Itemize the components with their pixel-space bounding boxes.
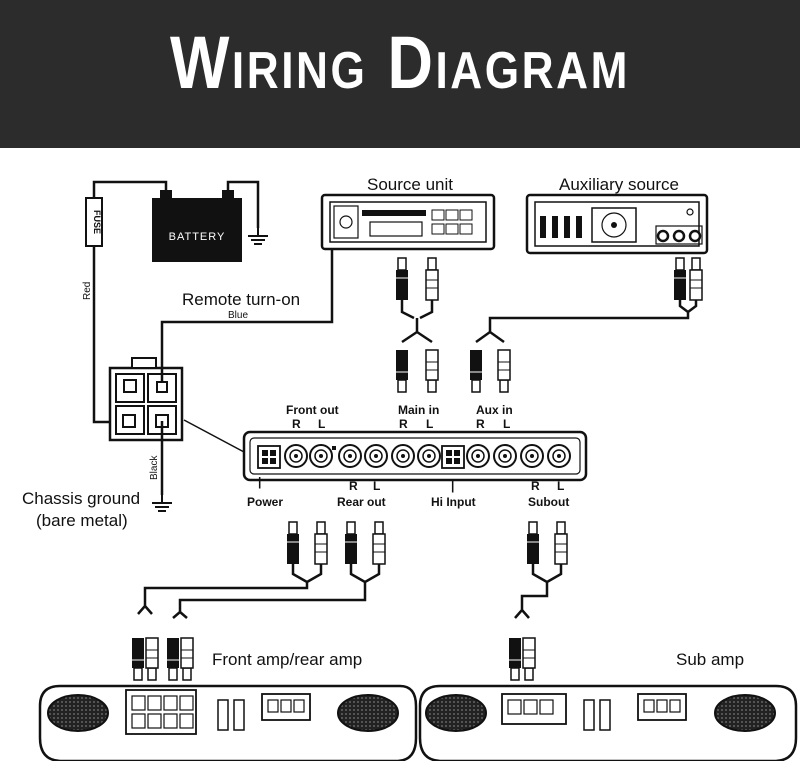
sub-amp-rca-right: [522, 637, 536, 681]
rear-out-l: L: [373, 479, 380, 493]
source-unit: [320, 193, 496, 251]
aux-in-cable: [475, 300, 698, 344]
source-unit-label: Source unit: [367, 175, 453, 194]
front-out-rca-right: [314, 521, 328, 565]
sub-out-label: Subout: [528, 495, 569, 509]
auxiliary-source-label: Auxiliary source: [559, 175, 679, 194]
rear-amp-cable: [172, 564, 381, 619]
sub-out-rca-right: [554, 521, 568, 565]
main-in-rca-plug-right: [425, 349, 439, 393]
fuse-label: FUSE: [92, 210, 102, 234]
source-rca-plug-right: [425, 257, 439, 301]
fuse: FUSE: [85, 197, 103, 247]
aux-in-l: L: [503, 417, 510, 431]
front-out-label: Front out: [286, 403, 339, 417]
front-amp-rca-left: [131, 637, 145, 681]
aux-in-rca-plug-right: [497, 349, 511, 393]
rear-out-r: R: [349, 479, 358, 493]
battery-label: BATTERY: [169, 231, 226, 243]
sub-out-r: R: [531, 479, 540, 493]
sub-amp-rca-left: [508, 637, 522, 681]
main-in-label: Main in: [398, 403, 439, 417]
power-label: Power: [247, 495, 283, 509]
aux-in-r: R: [476, 417, 485, 431]
aux-rca-plug-right: [689, 257, 703, 301]
battery-ground-wire: [226, 180, 260, 228]
blue-remote-wire: [160, 246, 334, 382]
battery-plus-label: +: [166, 203, 175, 220]
front-rear-amp-label: Front amp/rear amp: [212, 650, 362, 669]
rear-out-rca-left: [344, 521, 358, 565]
front-out-rca-left: [286, 521, 300, 565]
front-amp-cable: [137, 564, 323, 615]
hi-input-label: Hi Input: [431, 495, 476, 509]
power-label-tick: |: [258, 475, 261, 489]
header-bar: Wiring Diagram: [0, 0, 800, 148]
sub-amp-cable: [514, 564, 563, 619]
wiring-diagram: + - BATTERY FUSE Red Remote turn-on Blue…: [22, 175, 798, 761]
auxiliary-source: [525, 193, 709, 255]
blue-wire-label: Blue: [228, 310, 248, 321]
aux-rca-plug-left: [673, 257, 687, 301]
battery: + - BATTERY: [152, 190, 242, 262]
remote-turn-on-label: Remote turn-on: [182, 290, 300, 309]
aux-in-rca-plug-left: [469, 349, 483, 393]
rear-amp-rca-right: [180, 637, 194, 681]
main-in-l: L: [426, 417, 433, 431]
sub-amp: [418, 684, 798, 761]
rear-out-rca-right: [372, 521, 386, 565]
battery-ground-icon: [247, 227, 269, 245]
red-wire-top: [92, 180, 168, 198]
rear-amp-rca-left: [166, 637, 180, 681]
hi-input-tick: |: [451, 479, 454, 493]
chassis-ground-sublabel: (bare metal): [36, 511, 128, 530]
front-amp-rca-right: [145, 637, 159, 681]
sub-amp-label: Sub amp: [676, 650, 744, 669]
red-wire-label: Red: [82, 282, 93, 300]
processor-unit: [242, 430, 588, 482]
sub-out-rca-left: [526, 521, 540, 565]
page-title: Wiring Diagram: [169, 21, 630, 104]
main-in-cable: [400, 300, 434, 344]
chassis-ground-icon: [151, 494, 173, 512]
front-rear-amp: [38, 684, 418, 761]
chassis-ground-label: Chassis ground: [22, 489, 140, 508]
battery-minus-label: -: [226, 203, 231, 220]
connector-pointer-line: [183, 419, 245, 453]
source-rca-plug-left: [395, 257, 409, 301]
aux-in-label: Aux in: [476, 403, 513, 417]
sub-out-l: L: [557, 479, 564, 493]
front-out-l: L: [318, 417, 325, 431]
power-connector: [108, 357, 184, 442]
black-wire-label: Black: [149, 455, 160, 480]
main-in-r: R: [399, 417, 408, 431]
main-in-rca-plug-left: [395, 349, 409, 393]
rear-out-label: Rear out: [337, 495, 386, 509]
front-out-r: R: [292, 417, 301, 431]
